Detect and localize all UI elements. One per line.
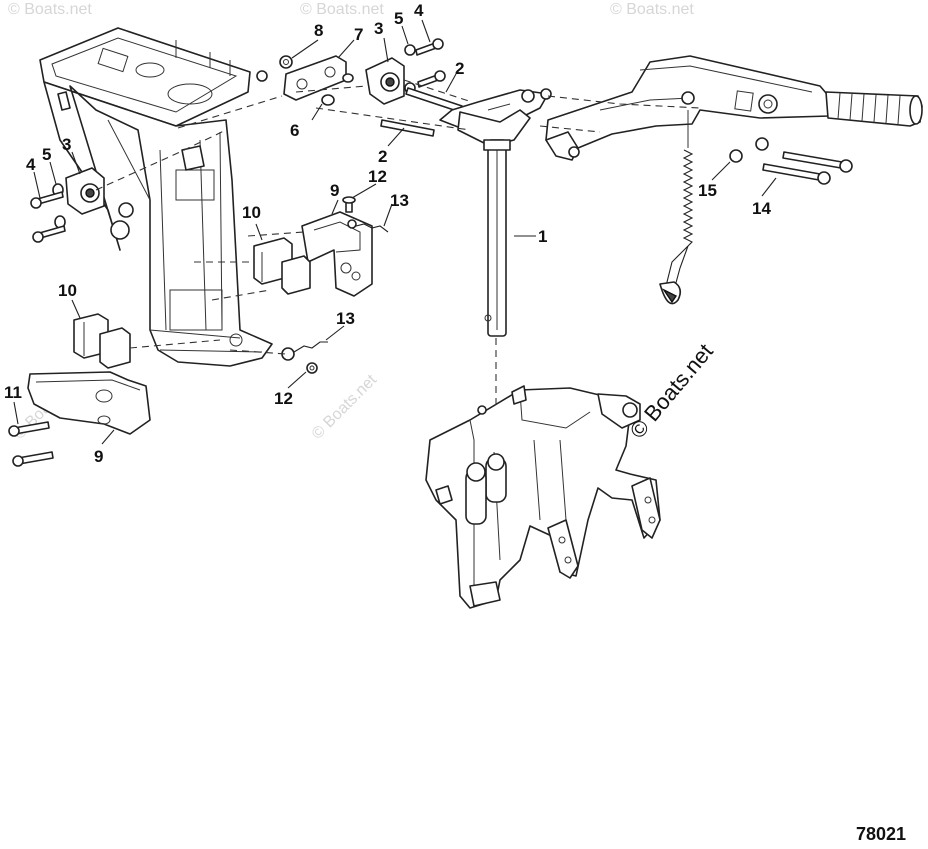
upper-mount-bracket: [256, 55, 354, 106]
lower-mount-bolts: [8, 421, 54, 467]
callout-leaders: [13, 19, 777, 445]
callout-4-upper: 4: [414, 1, 424, 20]
watermark-center: © Boats.net: [309, 371, 381, 443]
callout-2-upper: 2: [455, 59, 464, 78]
watermark-top-left: © Boats.net: [8, 1, 92, 18]
callout-12-lower: 12: [274, 389, 293, 408]
left-rubber-mount: [65, 167, 105, 215]
callout-11: 11: [4, 383, 22, 402]
tiller-cable: [659, 110, 694, 305]
watermark-top-center: © Boats.net: [300, 1, 384, 18]
callout-5-upper: 5: [394, 9, 403, 28]
callout-15: 15: [698, 181, 717, 200]
callout-3-upper: 3: [374, 19, 383, 38]
screw-and-ground-strap-lower: [281, 341, 328, 374]
steering-arm-swivel-tube: [439, 88, 552, 337]
callout-4-left: 4: [26, 155, 36, 174]
callout-10-upper: 10: [242, 203, 261, 222]
callout-6: 6: [290, 121, 299, 140]
callout-5-left: 5: [42, 145, 51, 164]
callout-7: 7: [354, 25, 363, 44]
callout-8: 8: [314, 21, 323, 40]
upper-rubber-mount: [365, 57, 416, 105]
upper-bolts: [404, 38, 446, 88]
rubber-block-upper: [253, 237, 311, 295]
rubber-block-lower: [73, 313, 131, 369]
left-bolts-washers: [30, 183, 66, 243]
callout-3-left: 3: [62, 135, 71, 154]
callout-13-upper: 13: [390, 191, 409, 210]
figure-number: 78021: [856, 824, 906, 844]
callout-12-upper: 12: [368, 167, 387, 186]
callout-1: 1: [538, 227, 547, 246]
callout-labels: 1 2 2 3 3 4 4 5 5 6 7 8 9 9 10 10 11 12 …: [4, 1, 771, 466]
boats-net-watermark: © Boats.net: [625, 339, 718, 443]
callout-14: 14: [752, 199, 771, 218]
lower-mount-cover: [27, 371, 151, 435]
alignment-dashed-lines: [95, 79, 701, 410]
callout-9-lower: 9: [94, 447, 103, 466]
tiller-handle: [545, 55, 923, 161]
callout-9-upper: 9: [330, 181, 339, 200]
callout-13-lower: 13: [336, 309, 355, 328]
callout-2-lower: 2: [378, 147, 387, 166]
swivel-clamp-bracket: [425, 385, 661, 609]
callout-10-lower: 10: [58, 281, 77, 300]
screw-and-ground-strap-upper: [342, 196, 389, 233]
watermark-top-right: © Boats.net: [610, 1, 694, 18]
driveshaft-housing: [39, 27, 273, 367]
tiller-bolts-washers: [729, 137, 853, 185]
upper-mount-cover-right: [301, 211, 373, 297]
